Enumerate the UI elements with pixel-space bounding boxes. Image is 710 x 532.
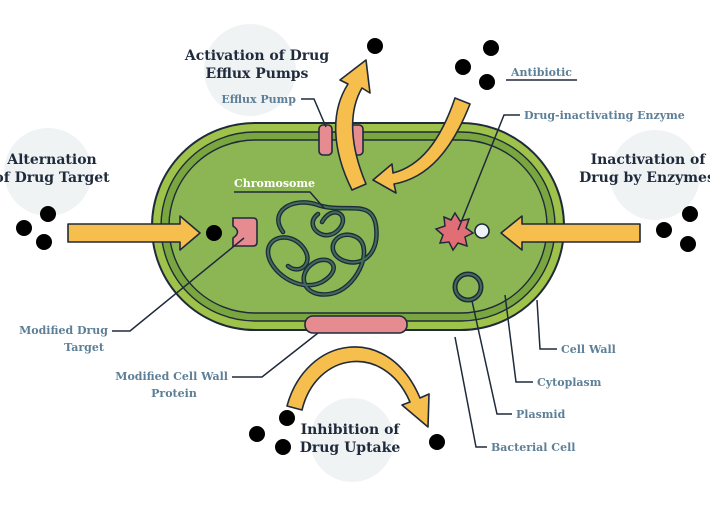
leader-lines <box>112 79 577 448</box>
leader-cell-wall-protein <box>232 332 319 378</box>
antibiotic-molecule <box>279 410 295 426</box>
antibiotic-molecule <box>36 234 52 250</box>
arrow-uptake-deflect <box>286 346 430 428</box>
antibiotic-molecule <box>429 434 445 450</box>
arrow-target-in <box>67 215 201 251</box>
plasmid <box>452 271 484 303</box>
heading-efflux-line2: Efflux Pumps <box>206 66 309 82</box>
leader-plasmid <box>471 300 512 415</box>
label-plasmid: Plasmid <box>516 408 566 421</box>
arrow-efflux-out <box>334 59 371 191</box>
inactivated-drug-molecule <box>474 223 490 239</box>
modified-cell-wall-protein <box>304 315 408 334</box>
heading-target-line1: Alternation <box>6 152 96 168</box>
antibiotic-molecule <box>680 236 696 252</box>
leader-cytoplasm <box>504 294 533 383</box>
heading-uptake-line1: Inhibition of <box>301 422 401 438</box>
antibiotic-molecule <box>367 38 383 54</box>
label-cell-wall: Cell Wall <box>561 343 616 356</box>
leader-enzyme <box>457 114 520 231</box>
label-antibiotic: Antibiotic <box>510 66 572 79</box>
antibiotic-molecule <box>16 220 32 236</box>
label-chromosome: Chromosome <box>234 177 315 190</box>
modified-drug-target <box>232 217 258 247</box>
label-drug-inactivating-enzyme: Drug-inactivating Enzyme <box>524 109 685 122</box>
heading-enzymes-line1: Inactivation of <box>591 152 707 168</box>
leader-efflux-pump <box>301 98 327 128</box>
heading-target-line2: of Drug Target <box>0 170 110 186</box>
label-modified-drug-target-2: Target <box>64 341 105 354</box>
leader-cell-wall <box>536 299 557 350</box>
heading-enzymes-line2: Drug by Enzymes <box>579 170 710 186</box>
antibiotic-molecule <box>249 426 265 442</box>
antibiotic-molecule <box>206 225 222 241</box>
label-modified-cell-wall-protein-2: Protein <box>151 387 197 400</box>
antibiotic-molecule <box>479 74 495 90</box>
leader-bacterial-cell <box>454 336 487 448</box>
halo-circles <box>4 24 700 482</box>
label-modified-cell-wall-protein-1: Modified Cell Wall <box>115 370 228 383</box>
label-cytoplasm: Cytoplasm <box>537 376 602 389</box>
heading-uptake-line2: Drug Uptake <box>300 440 401 456</box>
drug-inactivating-enzyme <box>434 211 475 252</box>
label-bacterial-cell: Bacterial Cell <box>491 441 575 454</box>
leader-chromosome <box>234 191 325 209</box>
antibiotic-molecule <box>483 40 499 56</box>
label-efflux-pump: Efflux Pump <box>221 93 296 106</box>
leader-modified-target <box>112 237 245 332</box>
antibiotic-molecule <box>40 206 56 222</box>
label-modified-drug-target-1: Modified Drug <box>19 324 108 337</box>
heading-efflux-line1: Activation of Drug <box>184 48 329 64</box>
antibiotic-molecule <box>682 206 698 222</box>
antibiotic-molecule <box>275 439 291 455</box>
antibiotic-molecule <box>656 222 672 238</box>
antibiotic-molecule <box>455 59 471 75</box>
arrow-enzyme-in <box>500 215 641 251</box>
arrow-antibiotic-in <box>372 97 471 194</box>
chromosome-inner <box>267 201 378 296</box>
